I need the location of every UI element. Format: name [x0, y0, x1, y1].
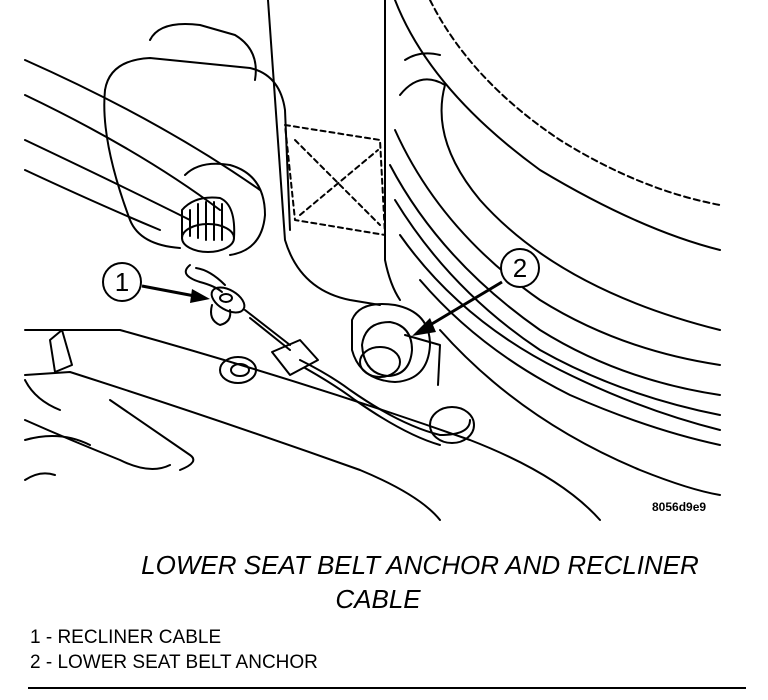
cushion-arc [389, 164, 721, 396]
anchor-bolt-face [359, 346, 401, 378]
cushion-arc [394, 199, 721, 416]
recliner-housing [184, 162, 266, 256]
callout-arrow-2 [424, 280, 503, 330]
recliner-cable [299, 359, 471, 436]
cushion-arc [419, 279, 721, 446]
callout-arrow-1 [141, 284, 201, 299]
cushion-arc [429, 0, 721, 206]
recliner-cable [195, 267, 226, 286]
callout-label-1: 1 [115, 267, 129, 297]
cable-grommet [429, 406, 475, 444]
cushion-arc [394, 0, 721, 251]
seat-bracket [267, 0, 381, 306]
recliner-housing [149, 23, 257, 81]
cushion-arc [399, 234, 721, 431]
seat-track [24, 329, 601, 521]
seat-anchor-illustration: 1 2 [24, 0, 721, 521]
callout-circle-1 [102, 262, 142, 302]
anchor-bolt-head [361, 321, 413, 377]
body-contour-line [24, 59, 261, 191]
recliner-housing [103, 89, 181, 249]
figure-caption-line2: CABLE [335, 584, 421, 614]
cushion-arc [399, 78, 721, 331]
seat-track [24, 371, 441, 521]
body-contour-line [24, 139, 191, 221]
seat-bracket [384, 0, 401, 301]
recliner-cable [244, 309, 291, 346]
callout-label-2: 2 [513, 253, 527, 283]
bottom-divider [28, 687, 746, 689]
recliner-cable [249, 317, 291, 351]
legend-item-seat-belt-anchor: 2 - LOWER SEAT BELT ANCHOR [30, 652, 318, 673]
figure-reference-code: 8056d9e9 [652, 500, 707, 514]
callout-circle-2 [500, 248, 540, 288]
cushion-arc [394, 129, 721, 366]
recliner-housing [104, 57, 291, 231]
body-contour-line [24, 169, 161, 231]
cable-eyelet [210, 286, 246, 314]
cable-ferrule [271, 339, 319, 376]
figure-caption-line1: LOWER SEAT BELT ANCHOR AND RECLINER [141, 550, 699, 580]
cushion-arc [439, 329, 721, 496]
seat-track [24, 419, 171, 470]
body-contour-line [24, 94, 221, 211]
legend-item-recliner-cable: 1 - RECLINER CABLE [30, 627, 222, 648]
